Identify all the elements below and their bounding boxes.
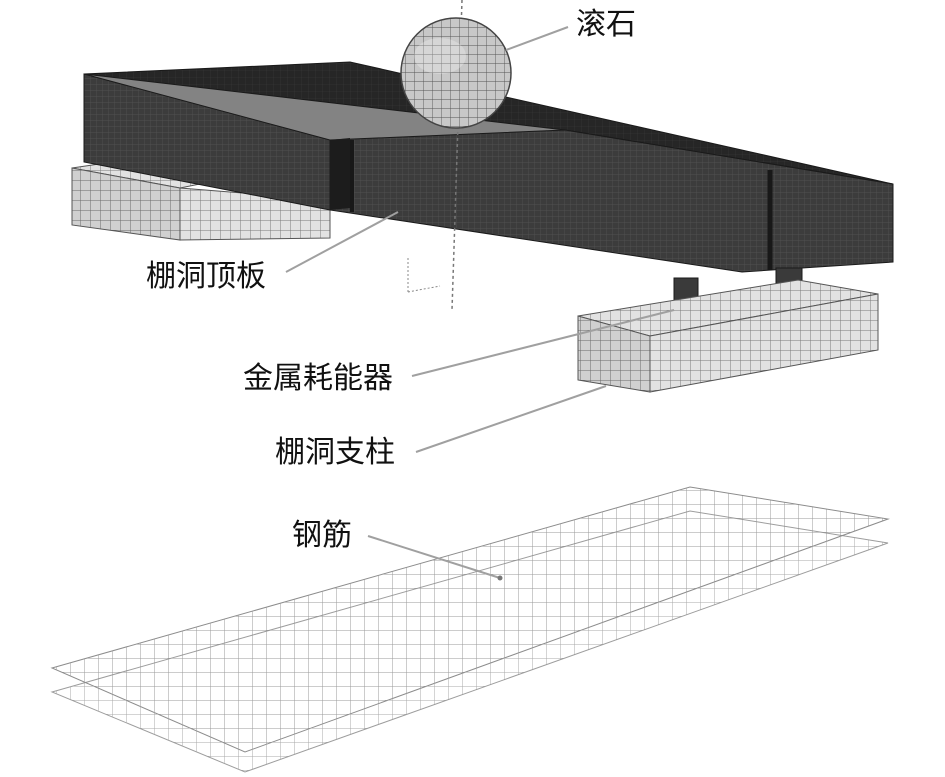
right-column <box>577 279 879 393</box>
label-rock: 滚石 <box>576 7 636 42</box>
leader-lines <box>285 26 675 581</box>
leader-line-rebar <box>367 535 501 579</box>
rock <box>400 17 512 129</box>
rebar-mesh <box>50 486 890 773</box>
label-metal-damper: 金属耗能器 <box>243 361 393 396</box>
right-column-side <box>649 293 879 393</box>
leader-line-damper <box>411 309 675 377</box>
label-column: 棚洞支柱 <box>275 435 395 470</box>
leader-line-roof <box>285 211 399 273</box>
impact-axis <box>407 0 463 311</box>
rock-sphere <box>400 17 512 129</box>
roof-slab-front-face-main <box>329 129 894 273</box>
leader-line-rock <box>505 26 569 51</box>
label-rebar: 钢筋 <box>292 518 352 553</box>
leader-line-column <box>415 385 607 453</box>
label-roof-slab: 棚洞顶板 <box>146 259 266 294</box>
